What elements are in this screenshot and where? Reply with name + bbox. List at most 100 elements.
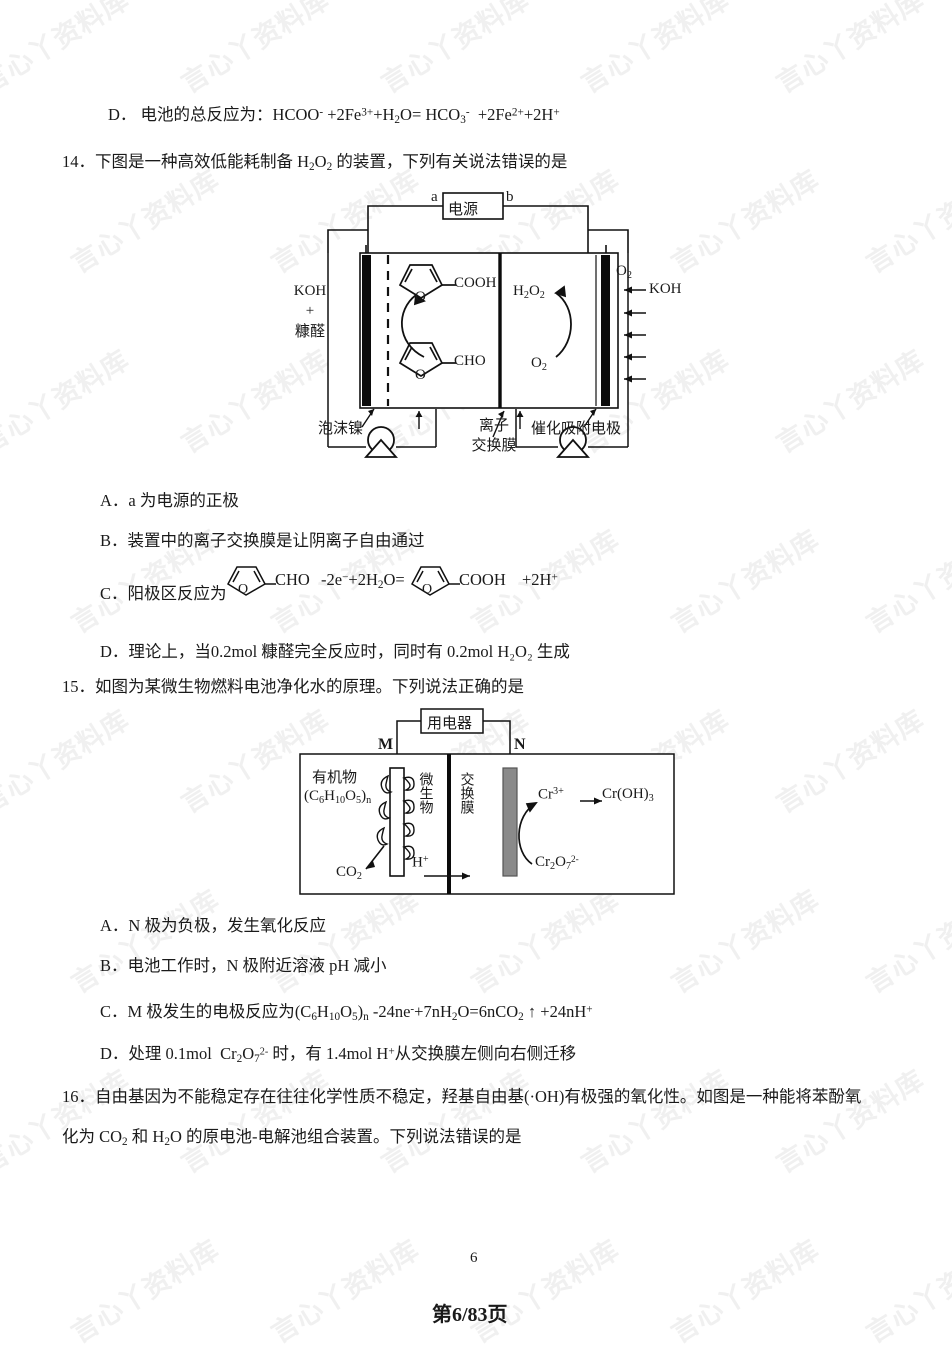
q14-option-b: B．装置中的离子交换膜是让阴离子自由通过 xyxy=(100,527,425,551)
q15-option-d: D．处理 0.1mol Cr2O72- 时，有 1.4mol H+从交换膜左侧向… xyxy=(100,1040,576,1065)
load-label: 用电器 xyxy=(427,716,473,732)
q16-number: 16． xyxy=(62,1087,95,1106)
option-c-right-group: COOH xyxy=(459,570,506,589)
q15-stem-text: 如图为某微生物燃料电池净化水的原理。下列说法正确的是 xyxy=(95,677,524,696)
q15-option-b-text: 电池工作时，N 极附近溶液 pH 减小 xyxy=(127,956,387,975)
electrode-m xyxy=(389,767,405,877)
terminal-a-label: a xyxy=(431,189,438,205)
h-plus-label: H+ xyxy=(412,854,429,871)
electrode-m-label: M xyxy=(378,736,394,753)
left-feed-koh: KOH xyxy=(293,283,327,299)
watermark-text: 言心丫资料库 xyxy=(576,0,735,99)
cr2o7-label: Cr2O72- xyxy=(535,854,579,872)
membrane-label-line1: 离子 xyxy=(478,418,509,434)
right-pump-icon xyxy=(556,426,590,458)
watermark-text: 言心丫资料库 xyxy=(0,704,135,819)
watermark-text: 言心丫资料库 xyxy=(376,0,535,99)
label-leader-lines xyxy=(361,408,597,438)
q15-option-a-text: N 极为负极，发生氧化反应 xyxy=(128,916,326,935)
q14-stem-sub2: 2 xyxy=(326,161,333,174)
organic-label-line2: (C6H10O5)n xyxy=(304,788,372,806)
q13-option-d-label: D． xyxy=(108,105,137,124)
organic-label-line1: 有机物 xyxy=(312,770,358,786)
q14-stem-a: 下图是一种高效低能耗制备 H xyxy=(95,152,310,171)
co2-label: CO2 xyxy=(336,864,362,882)
watermark-text: 言心丫资料库 xyxy=(0,1064,135,1179)
q14-option-c: C．阳极区反应为 xyxy=(100,580,227,604)
q15-option-b: B．电池工作时，N 极附近溶液 pH 减小 xyxy=(100,952,386,976)
q16-line1-text: 自由基因为不能稳定存在往往化学性质不稳定，羟基自由基(·OH)有极强的氧化性。如… xyxy=(95,1087,862,1106)
right-cycle-arrow xyxy=(554,285,572,358)
watermark-text: 言心丫资料库 xyxy=(861,164,952,279)
cho-group-label: CHO xyxy=(454,353,486,369)
watermark-text: 言心丫资料库 xyxy=(771,344,930,459)
watermark-text: 言心丫资料库 xyxy=(666,524,825,639)
catalytic-adsorption-electrode xyxy=(601,255,610,406)
watermark-text: 言心丫资料库 xyxy=(66,884,225,999)
electrode-n-label: N xyxy=(514,736,526,753)
watermark-text: 言心丫资料库 xyxy=(0,344,135,459)
watermark-text: 言心丫资料库 xyxy=(376,1064,535,1179)
watermark-text: 言心丫资料库 xyxy=(666,1234,825,1347)
left-feed-furfural: 糠醛 xyxy=(294,323,325,340)
q15-option-c-label: C． xyxy=(100,1002,128,1021)
option-c-eq-right: +2H+ xyxy=(522,570,558,589)
terminal-b-label: b xyxy=(506,189,514,205)
q15-option-d-text: 处理 0.1mol Cr2O72- 时，有 1.4mol H+从交换膜左侧向右侧… xyxy=(128,1044,577,1066)
cooh-group-label: COOH xyxy=(454,275,497,291)
q14-svg xyxy=(327,192,646,458)
furan-ring-cho xyxy=(398,342,456,377)
q13-option-d-text: 电池的总反应为： xyxy=(140,105,273,124)
watermark-text: 言心丫资料库 xyxy=(466,1234,625,1347)
h2o2-label: H2O2 xyxy=(513,283,545,301)
q14-option-b-label: B． xyxy=(100,531,128,550)
q14-option-a-text: a 为电源的正极 xyxy=(128,491,239,510)
foam-nickel-label: 泡沫镍 xyxy=(318,421,364,437)
right-feed-koh-label: KOH xyxy=(649,281,682,297)
q15-option-a-label: A． xyxy=(100,916,129,935)
q15-option-a: A．N 极为负极，发生氧化反应 xyxy=(100,912,326,936)
q15-svg xyxy=(299,708,675,895)
q14-option-c-label: C． xyxy=(100,584,128,603)
option-c-furan-o-right: O xyxy=(422,582,433,597)
q14-option-d-text: 理论上，当0.2mol 糠醛完全反应时，同时有 0.2mol H₂O₂ 生成 xyxy=(128,642,570,661)
q14-apparatus-diagram: 电源 a b KOH + 糠醛 COOH CHO O O H2O2 O2 O2 … xyxy=(288,185,688,475)
q15-option-c-equation: (C6H10O5)n -24ne-+7nH2O=6nCO2 ↑ +24nH+ xyxy=(294,1002,593,1024)
watermark-text: 言心丫资料库 xyxy=(771,0,930,99)
watermark-text: 言心丫资料库 xyxy=(861,884,952,999)
foam-nickel-electrode xyxy=(362,255,371,406)
q14-option-a-label: A． xyxy=(100,491,129,510)
membrane-label: 离子 交换膜 xyxy=(458,417,530,456)
cr3-to-croh3-arrow xyxy=(580,797,602,805)
q15-stem: 15．如图为某微生物燃料电池净化水的原理。下列说法正确的是 xyxy=(62,675,524,700)
watermark-text: 言心丫资料库 xyxy=(861,1234,952,1347)
watermark-text: 言心丫资料库 xyxy=(576,1064,735,1179)
croh3-label: Cr(OH)3 xyxy=(602,786,654,804)
watermark-text: 言心丫资料库 xyxy=(771,704,930,819)
q15-option-d-label: D． xyxy=(100,1044,129,1063)
q14-stem-b: O xyxy=(314,152,327,171)
h-plus-arrow xyxy=(424,872,470,880)
exchange-membrane-label: 交换膜 xyxy=(458,772,474,814)
cr3-label: Cr3+ xyxy=(538,786,564,803)
q15-number: 15． xyxy=(62,677,95,696)
q14-option-d-label: D． xyxy=(100,642,129,661)
furan-o-bottom: O xyxy=(415,367,426,383)
left-feed-label: KOH + 糠醛 xyxy=(280,281,340,342)
left-feed-plus: + xyxy=(305,303,315,320)
q15-option-b-label: B． xyxy=(100,956,128,975)
page-of-total: 第6/83页 xyxy=(432,1304,508,1326)
o2-mid-label: O2 xyxy=(531,355,547,373)
q14-stem-c: 的装置，下列有关说法错误的是 xyxy=(332,152,568,171)
electrode-n xyxy=(502,767,518,877)
watermark-text: 言心丫资料库 xyxy=(176,1064,335,1179)
q14-option-a: A．a 为电源的正极 xyxy=(100,487,239,511)
co2-arrow xyxy=(365,845,385,870)
microbe-label: 微生物 xyxy=(417,772,433,814)
catalytic-electrode-label: 催化吸附电极 xyxy=(531,421,622,437)
left-cycle-arrow xyxy=(401,293,426,358)
watermark-text: 言心丫资料库 xyxy=(66,164,225,279)
koh-inflow-arrows xyxy=(624,286,646,383)
q15-option-c: C．M 极发生的电极反应为(C6H10O5)n -24ne-+7nH2O=6nC… xyxy=(100,998,593,1023)
